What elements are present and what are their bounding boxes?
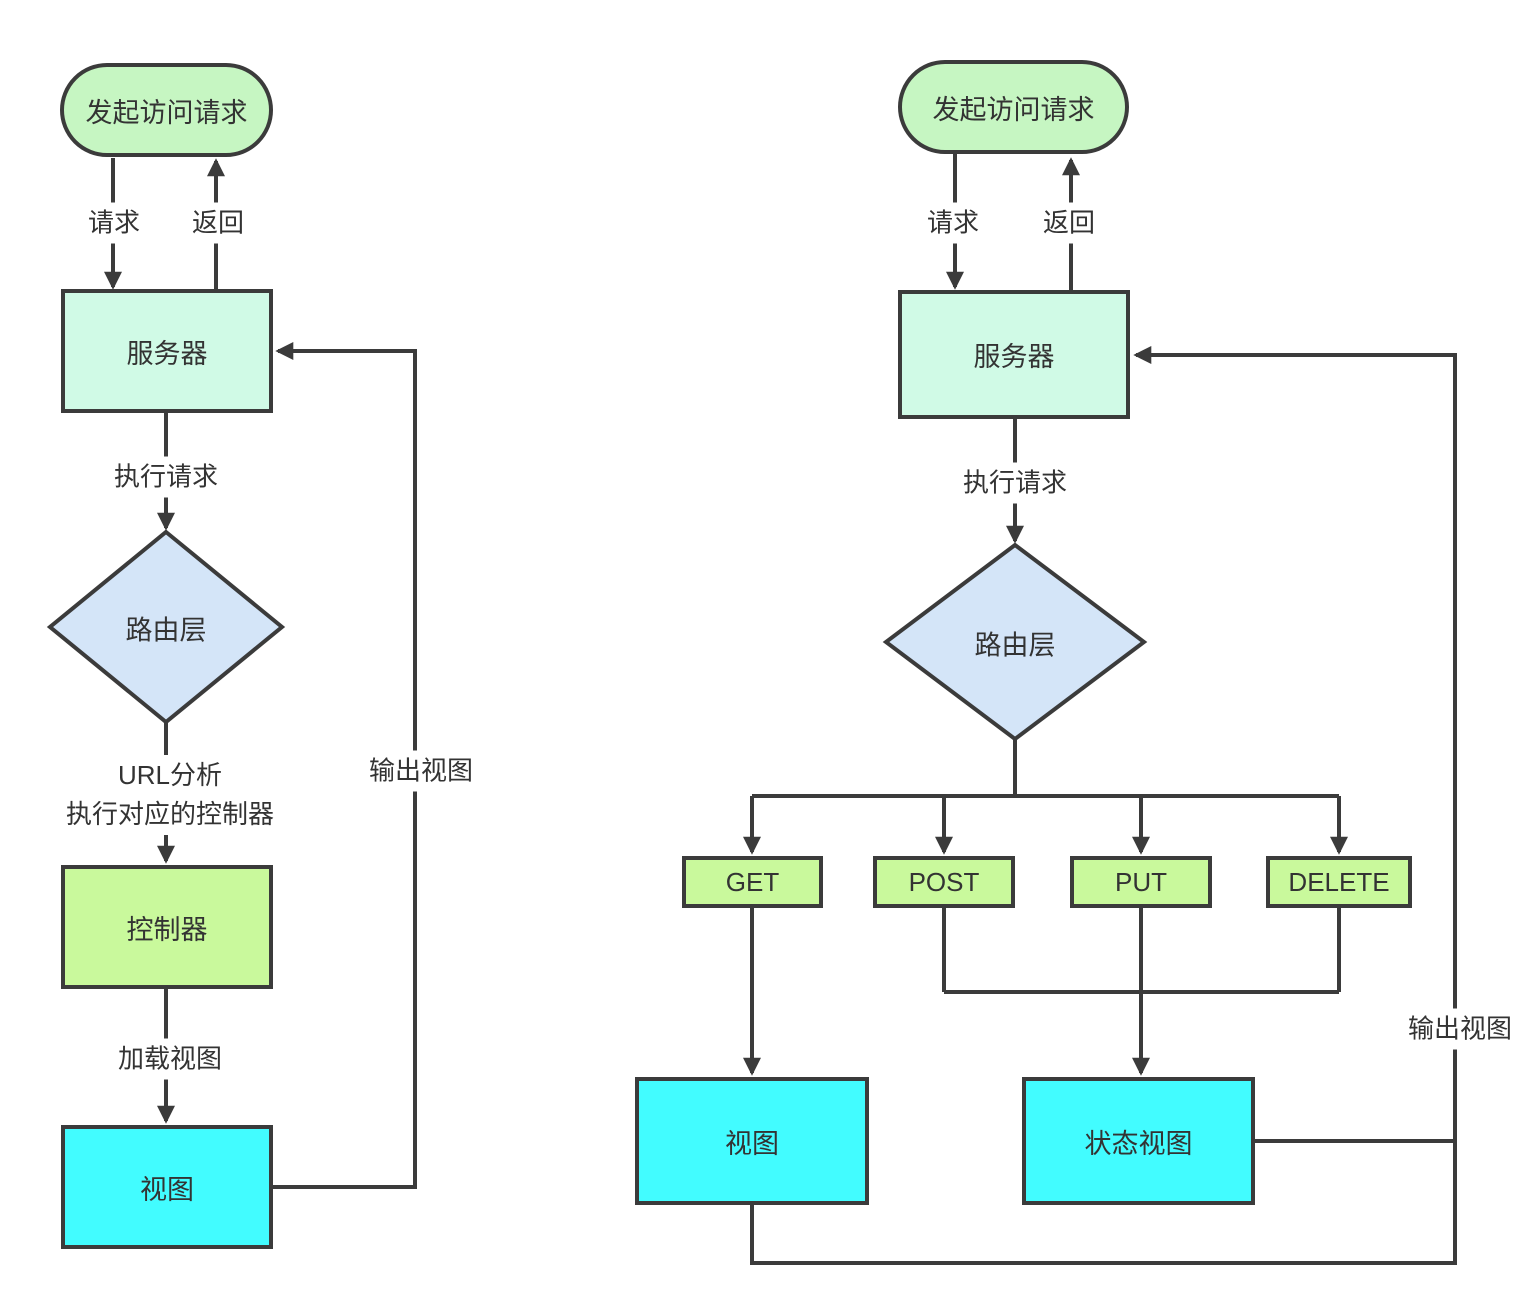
controller-label: 控制器 — [126, 914, 208, 945]
start-right-label: 发起访问请求 — [932, 94, 1095, 125]
view-right-label: 视图 — [725, 1128, 779, 1159]
router-left-label: 路由层 — [125, 615, 207, 646]
edge-label-request-right: 请求 — [921, 202, 985, 244]
edge-label-request-left: 请求 — [82, 202, 146, 244]
node-view-left: 视图 — [61, 1125, 273, 1249]
router-right-label: 路由层 — [974, 630, 1056, 661]
node-start-right: 发起访问请求 — [898, 60, 1129, 154]
edge-label-url-line2: 执行对应的控制器 — [65, 799, 275, 829]
method-delete-label: DELETE — [1288, 866, 1390, 897]
node-router-right — [882, 542, 1148, 742]
node-controller-left: 控制器 — [61, 865, 273, 989]
start-left-label: 发起访问请求 — [85, 97, 248, 128]
edge-label-output-view-left: 输出视图 — [363, 750, 479, 792]
edge-label-return-right: 返回 — [1037, 202, 1101, 244]
edge-label-output-view-right: 输出视图 — [1402, 1008, 1518, 1050]
edge-output-view-right — [750, 346, 1457, 1265]
server-left-label: 服务器 — [126, 338, 208, 369]
method-box-delete: DELETE — [1266, 856, 1412, 908]
node-router-left — [46, 529, 286, 725]
method-box-get: GET — [682, 856, 823, 908]
method-box-put: PUT — [1070, 856, 1212, 908]
method-get-label: GET — [725, 866, 780, 897]
edge-label-execute-left: 执行请求 — [108, 456, 224, 498]
node-status-view: 状态视图 — [1022, 1077, 1255, 1205]
node-view-right: 视图 — [635, 1077, 869, 1205]
method-box-post: POST — [873, 856, 1015, 908]
edge-label-load-view: 加载视图 — [112, 1038, 228, 1080]
view-left-label: 视图 — [140, 1174, 194, 1205]
edge-label-execute-right: 执行请求 — [957, 462, 1073, 504]
edge-label-url-line1: URL分析 — [117, 760, 223, 790]
node-server-right: 服务器 — [898, 290, 1130, 419]
edge-label-url-analyze: URL分析 执行对应的控制器 — [60, 755, 280, 835]
edge-merge-rail — [942, 908, 1341, 994]
method-put-label: PUT — [1115, 866, 1167, 897]
method-post-label: POST — [908, 866, 980, 897]
edge-branch-rail — [752, 738, 1339, 798]
node-server-left: 服务器 — [61, 289, 273, 413]
node-start-left: 发起访问请求 — [60, 63, 273, 157]
edge-label-return-left: 返回 — [186, 202, 250, 244]
server-right-label: 服务器 — [973, 342, 1055, 372]
status-view-label: 状态视图 — [1084, 1128, 1193, 1159]
